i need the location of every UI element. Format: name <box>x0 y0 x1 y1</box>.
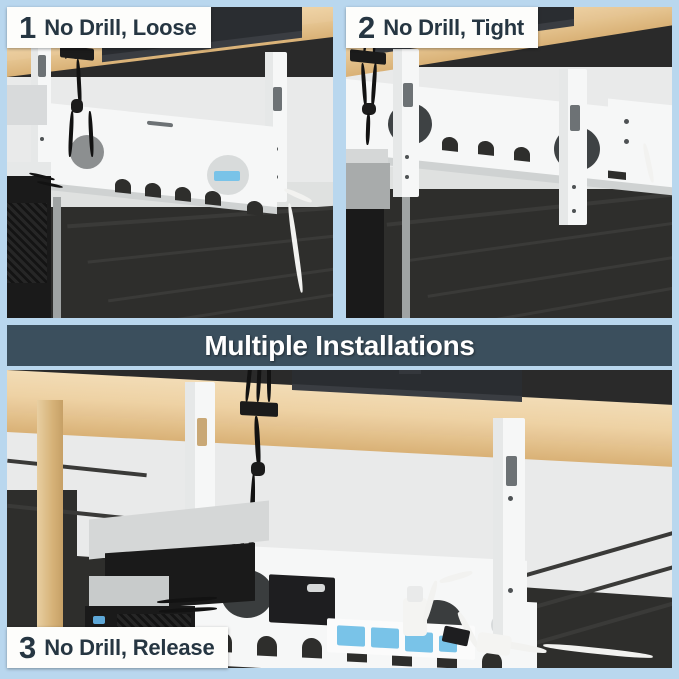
panel-3-number: 3 <box>19 630 36 665</box>
banner-title: Multiple Installations <box>204 329 475 361</box>
panel-1-image <box>7 7 333 318</box>
panel-3-image <box>7 370 672 668</box>
panel-2-image <box>346 7 672 318</box>
panel-3-label: 3 No Drill, Release <box>7 627 229 668</box>
panel-3-label-text: No Drill, Release <box>44 634 215 660</box>
panel-1-label: 1 No Drill, Loose <box>7 7 211 48</box>
panel-1-label-text: No Drill, Loose <box>44 14 197 40</box>
panel-2-label-text: No Drill, Tight <box>383 14 525 40</box>
panel-2-number: 2 <box>358 10 375 45</box>
panel-2-label: 2 No Drill, Tight <box>346 7 539 48</box>
section-banner: Multiple Installations <box>7 325 672 366</box>
panel-1-number: 1 <box>19 10 36 45</box>
